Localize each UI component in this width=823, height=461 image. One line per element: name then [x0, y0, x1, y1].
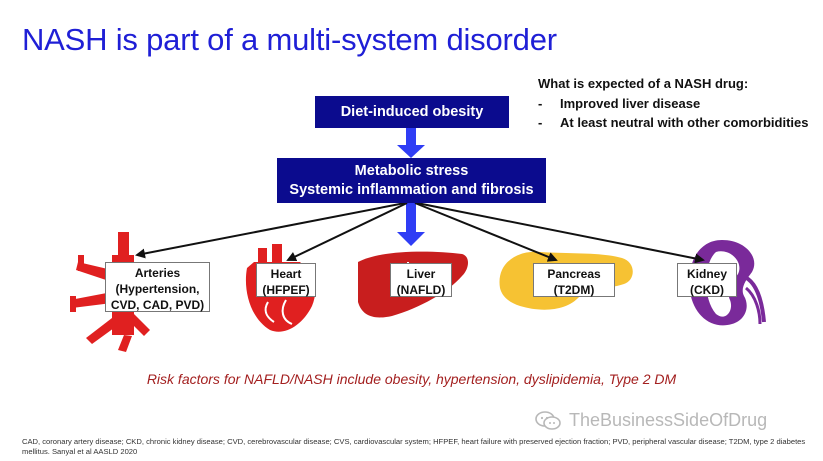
stress-line-1: Metabolic stress [354, 162, 469, 179]
arrow-to-arteries [135, 202, 406, 259]
expectation-text: Improved liver disease [560, 95, 701, 111]
blue-arrow-liver [397, 203, 425, 246]
heart-name: Heart [270, 267, 302, 281]
expectations-heading: What is expected of a NASH drug: [538, 76, 749, 91]
arteries-detail-1: (Hypertension, [115, 282, 200, 296]
pancreas-name: Pancreas [547, 267, 601, 281]
expectation-item: - At least neutral with other comorbiditi… [538, 113, 808, 133]
heart-detail: (HFPEF) [262, 283, 310, 297]
kidney-detail: (CKD) [690, 283, 724, 297]
watermark: TheBusinessSideOfDrug [535, 410, 767, 431]
blue-arrow-top [397, 128, 425, 158]
pancreas-label: Pancreas (T2DM) [533, 263, 615, 297]
footnote: CAD, coronary artery disease; CKD, chron… [22, 437, 806, 456]
arteries-detail-2: CVD, CAD, PVD) [110, 298, 205, 312]
stress-line-2: Systemic inflammation and fibrosis [289, 181, 534, 198]
obesity-box: Diet-induced obesity [315, 96, 509, 128]
liver-detail: (NAFLD) [396, 283, 446, 297]
arrow-to-kidney [416, 202, 705, 264]
expectation-dash: - [538, 95, 543, 111]
arteries-name: Arteries [134, 266, 181, 280]
expectation-text: At least neutral with other comorbiditie… [560, 115, 809, 130]
kidney-label: Kidney (CKD) [677, 263, 737, 297]
drug-expectations: What is expected of a NASH drug: - Improv… [538, 74, 808, 133]
arrow-to-heart [286, 202, 408, 262]
page-title: NASH is part of a multi-system disorder [22, 22, 557, 57]
arteries-label: Arteries (Hypertension, CVD, CAD, PVD) [105, 262, 210, 312]
heart-label: Heart (HFPEF) [256, 263, 316, 297]
expectation-item: - Improved liver disease [538, 94, 808, 114]
expectation-dash: - [538, 115, 543, 130]
pancreas-detail: (T2DM) [553, 283, 595, 297]
kidney-name: Kidney [686, 267, 727, 281]
arrow-to-pancreas [414, 202, 558, 262]
metabolic-stress-box: Metabolic stress Systemic inflammation a… [277, 158, 546, 203]
watermark-text: TheBusinessSideOfDrug [569, 410, 768, 430]
liver-label: Liver (NAFLD) [390, 263, 452, 297]
liver-name: Liver [406, 267, 436, 281]
wechat-icon [535, 410, 561, 430]
risk-factors-text: Risk factors for NAFLD/NASH include obes… [146, 371, 677, 387]
